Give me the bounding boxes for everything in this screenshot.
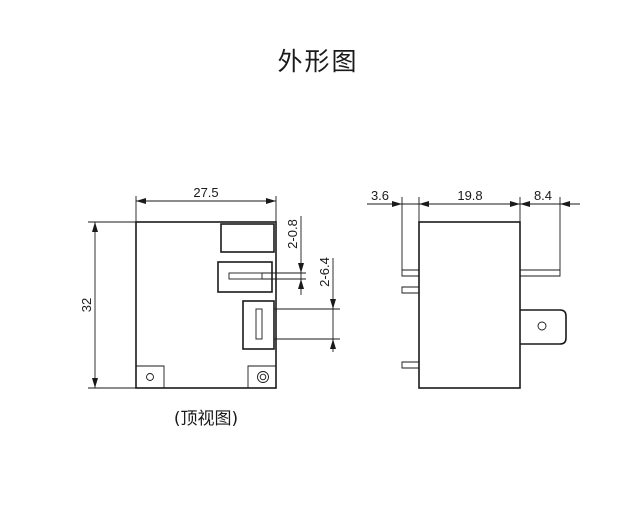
side-view: 3.6 19.8 8.4 [367, 188, 580, 389]
mount-hole-right-inner [259, 373, 267, 381]
mount-hole-left [146, 373, 154, 381]
top-view-caption: (顶视图) [174, 409, 238, 429]
mount-hole-right [257, 371, 269, 383]
drawing-title: 外形图 [277, 47, 358, 76]
slot-pitch-dimension-label: 2-0.8 [285, 219, 300, 249]
top-view-body [135, 221, 277, 389]
terminal-dimension-label: 2-6.4 [317, 257, 332, 287]
body-width-label: 19.8 [457, 188, 482, 203]
terminal-slot-box [242, 300, 275, 350]
top-view-left-notch [136, 365, 165, 388]
top-view-right-notch [247, 365, 276, 388]
side-pin-lower [401, 361, 419, 369]
height-dimension-label: 32 [79, 298, 94, 312]
side-pin-upper [401, 269, 419, 277]
side-tab-hole [537, 321, 547, 331]
left-offset-label: 3.6 [371, 188, 389, 203]
width-dimension-label: 27.5 [193, 185, 218, 200]
side-tab [520, 309, 567, 345]
side-tab-bracket [520, 269, 561, 277]
side-pin-middle [401, 286, 419, 294]
coil-slot-box [217, 261, 273, 293]
top-view: 27.5 32 2-0.8 2-6.4 (顶视图) [79, 185, 340, 429]
coil-slot [228, 272, 263, 280]
side-view-body [418, 221, 521, 389]
terminal-slot [255, 308, 263, 340]
tab-length-label: 8.4 [534, 188, 552, 203]
label-area [220, 223, 275, 253]
